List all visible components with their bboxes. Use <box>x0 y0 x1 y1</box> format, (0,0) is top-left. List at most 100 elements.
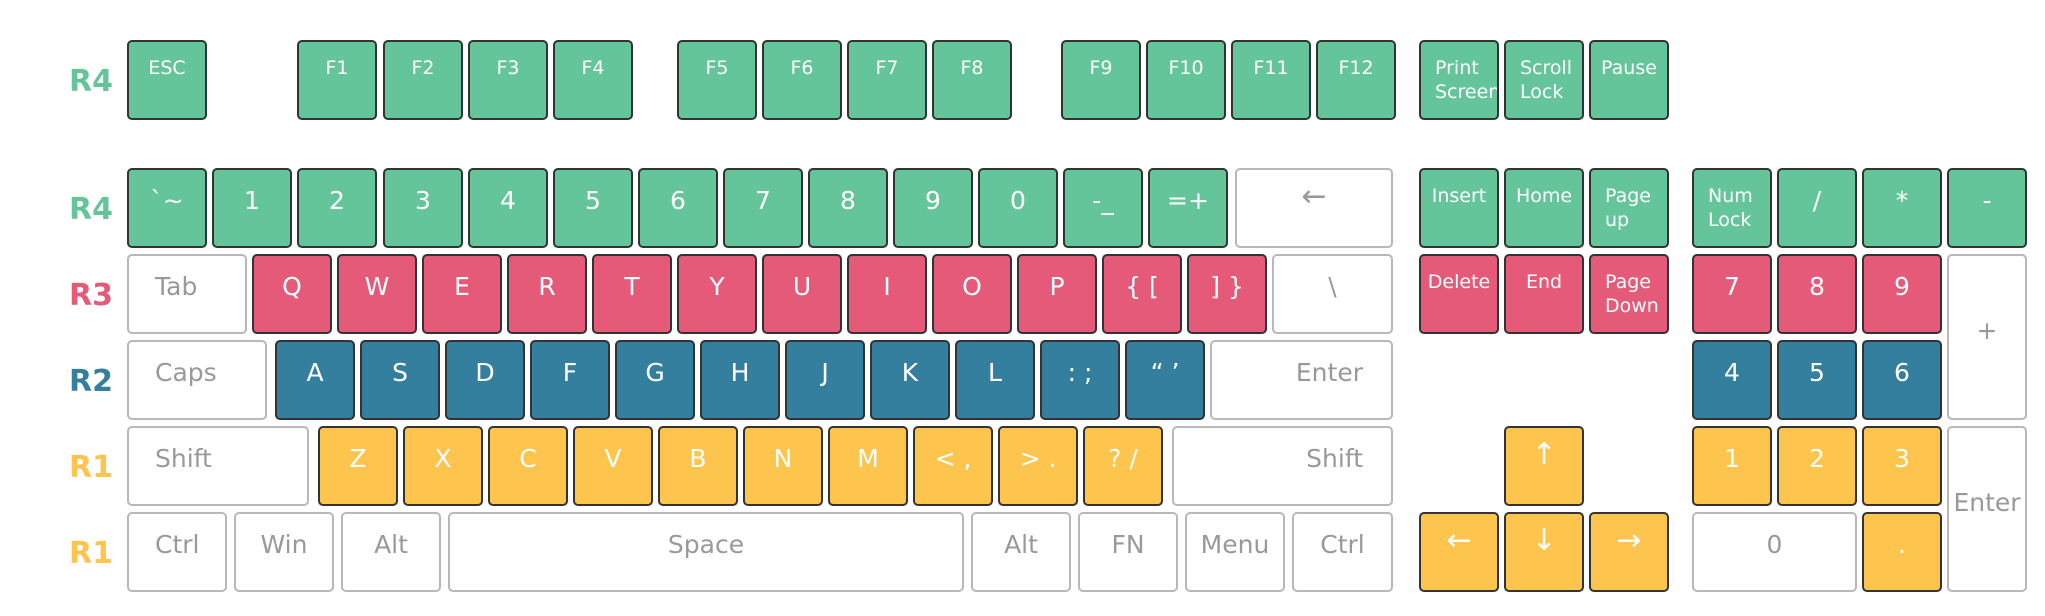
key-label: ? / <box>1108 444 1138 473</box>
key: 9 <box>1862 254 1942 334</box>
key-label: Win <box>260 530 308 559</box>
key: Caps <box>127 340 267 420</box>
key: \ <box>1272 254 1393 334</box>
key-label: Enter <box>1295 358 1363 387</box>
key-label: Page up <box>1605 185 1651 231</box>
key: Alt <box>971 512 1071 592</box>
key-label: B <box>689 444 707 473</box>
key-label: K <box>901 358 919 387</box>
key: L <box>955 340 1035 420</box>
key-label: D <box>475 358 495 387</box>
key-label: 3 <box>1894 444 1910 473</box>
key-label: U <box>792 272 812 301</box>
key: 4 <box>468 168 548 248</box>
key: 8 <box>808 168 888 248</box>
key-label: F4 <box>581 57 605 79</box>
key-label: Tab <box>155 272 198 301</box>
key-label: + <box>1976 316 1998 345</box>
key: S <box>360 340 440 420</box>
key-label: A <box>306 358 324 387</box>
key: D <box>445 340 525 420</box>
key: Page Down <box>1589 254 1669 334</box>
key-label: F2 <box>411 57 435 79</box>
key-label: 8 <box>840 186 856 215</box>
key: Enter <box>1210 340 1393 420</box>
key-label: Scroll Lock <box>1520 57 1573 103</box>
key-label: F7 <box>875 57 899 79</box>
key-label: FN <box>1111 530 1145 559</box>
key: -_ <box>1063 168 1143 248</box>
key-label: Insert <box>1431 185 1487 207</box>
key: Pause <box>1589 40 1669 120</box>
key: F4 <box>553 40 633 120</box>
row-label: R4 <box>69 192 113 227</box>
key-label: Y <box>709 272 725 301</box>
key-label: 6 <box>1894 358 1910 387</box>
key: Scroll Lock <box>1504 40 1584 120</box>
key: Z <box>318 426 398 506</box>
key-label: 1 <box>1724 444 1740 473</box>
key: 8 <box>1777 254 1857 334</box>
key: W <box>337 254 417 334</box>
key-label: End <box>1525 271 1563 293</box>
key: F3 <box>468 40 548 120</box>
key-label: Ctrl <box>155 530 200 559</box>
key-label: Shift <box>1306 444 1363 473</box>
key: 2 <box>297 168 377 248</box>
key-label: L <box>988 358 1002 387</box>
key-label: 6 <box>670 186 686 215</box>
key-label: Z <box>349 444 367 473</box>
key: 3 <box>383 168 463 248</box>
key-label: . <box>1898 530 1906 559</box>
key: Print Screen <box>1419 40 1499 120</box>
key: G <box>615 340 695 420</box>
key: 7 <box>723 168 803 248</box>
key-label: Shift <box>155 444 212 473</box>
key-label: ESC <box>148 57 186 79</box>
key: F9 <box>1061 40 1141 120</box>
key-label: X <box>434 444 452 473</box>
key-label: 7 <box>1724 272 1740 301</box>
key-label: F3 <box>496 57 520 79</box>
key: F1 <box>297 40 377 120</box>
key: / <box>1777 168 1857 248</box>
key-label: F6 <box>790 57 814 79</box>
key: X <box>403 426 483 506</box>
row-label: R2 <box>69 364 113 399</box>
key-label: 0 <box>1010 186 1026 215</box>
key-label: Num Lock <box>1708 185 1753 231</box>
key: F11 <box>1231 40 1311 120</box>
key: Q <box>252 254 332 334</box>
key-label: 4 <box>1724 358 1740 387</box>
key-label: G <box>645 358 665 387</box>
key-label: F5 <box>705 57 729 79</box>
key-label: R <box>538 272 556 301</box>
key-label: I <box>883 272 891 301</box>
key: M <box>828 426 908 506</box>
key: Ctrl <box>1292 512 1393 592</box>
key: ← <box>1235 168 1393 248</box>
key-label: { [ <box>1125 272 1159 301</box>
key-label: F12 <box>1338 57 1374 79</box>
key-label: Alt <box>1004 530 1038 559</box>
key-label: V <box>604 444 622 473</box>
key-label: 1 <box>244 186 260 215</box>
key: . <box>1862 512 1942 592</box>
key: V <box>573 426 653 506</box>
key-label: =+ <box>1167 186 1209 215</box>
key-label: 4 <box>500 186 516 215</box>
key: ← <box>1419 512 1499 592</box>
key-label: Print Screen <box>1435 57 1499 103</box>
key-label: ↓ <box>1531 523 1557 558</box>
key-label: → <box>1616 523 1642 558</box>
key-label: F8 <box>960 57 984 79</box>
key: < , <box>913 426 993 506</box>
key: Delete <box>1419 254 1499 334</box>
key: C <box>488 426 568 506</box>
key: 2 <box>1777 426 1857 506</box>
key: - <box>1947 168 2027 248</box>
key: FN <box>1078 512 1178 592</box>
key: Alt <box>341 512 441 592</box>
key-label: 0 <box>1766 530 1783 559</box>
